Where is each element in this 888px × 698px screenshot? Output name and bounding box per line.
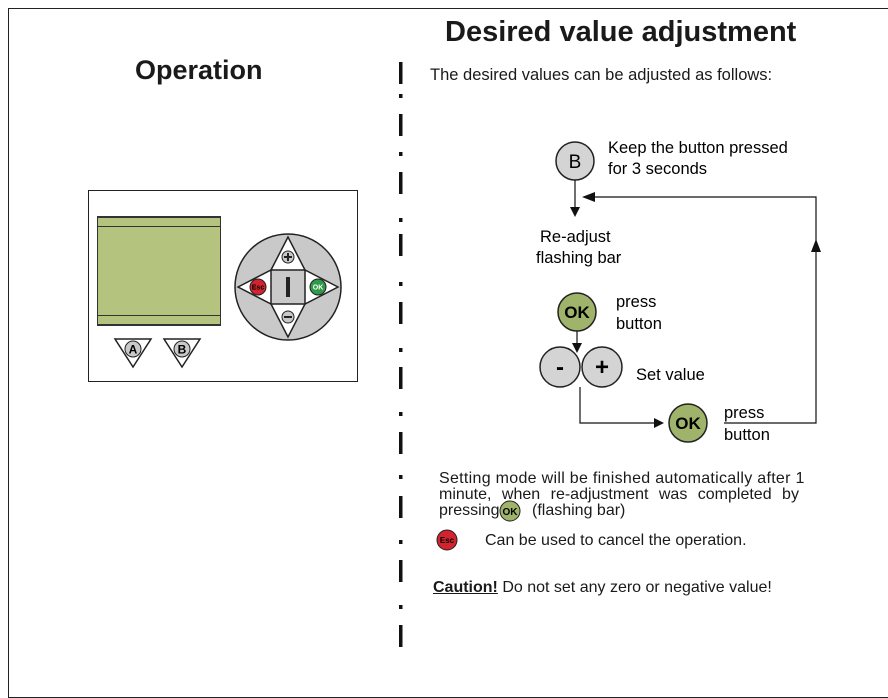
plus-button-icon: + xyxy=(581,346,623,388)
set-value-label: Set value xyxy=(636,366,705,384)
auto-finish-line2: minute, when re-adjustment was completed… xyxy=(439,486,799,503)
return-arrow-left xyxy=(582,192,595,202)
keypad: Esc OK xyxy=(234,233,342,341)
ok-button-icon: OK xyxy=(557,292,597,332)
return-loop-top xyxy=(590,196,817,243)
readjust-line1: Re-adjust xyxy=(540,228,611,246)
plus-key[interactable] xyxy=(269,235,307,271)
ok-button-label: OK xyxy=(564,303,590,322)
minus-button-icon: - xyxy=(539,346,581,388)
plus-label: + xyxy=(595,354,609,381)
minus-label: - xyxy=(556,354,564,381)
caution-text: Do not set any zero or negative value! xyxy=(497,579,772,596)
cancel-text: Can be used to cancel the operation. xyxy=(485,532,747,549)
b-button-icon: B xyxy=(555,141,595,181)
key-a[interactable]: A xyxy=(113,337,153,369)
esc-inline-icon: Esc xyxy=(436,529,458,551)
auto-finish-line1: Setting mode will be finished automatica… xyxy=(439,470,805,487)
press2-line1: press xyxy=(724,404,764,422)
press2-line2: button xyxy=(724,426,770,444)
return-loop-path xyxy=(724,243,817,424)
esc-key[interactable]: Esc xyxy=(236,268,272,306)
intro-text: The desired values can be adjusted as fo… xyxy=(430,66,773,84)
ok-button-2-label: OK xyxy=(675,414,701,433)
return-arrow-up xyxy=(811,239,821,252)
keep-pressed-line2: for 3 seconds xyxy=(608,160,707,178)
ok-key-label: OK xyxy=(313,285,324,292)
lcd-display xyxy=(97,216,221,326)
press-line2: button xyxy=(616,315,662,333)
controller-panel: Esc OK A B xyxy=(88,190,358,382)
desired-value-title: Desired value adjustment xyxy=(445,16,797,48)
keep-pressed-line1: Keep the button pressed xyxy=(608,139,788,157)
press-line1: press xyxy=(616,293,656,311)
ok-key[interactable]: OK xyxy=(304,268,340,306)
arrow-to-ok2-path xyxy=(579,387,655,424)
key-b-label: B xyxy=(178,343,187,357)
ok-inline-icon: OK xyxy=(499,500,521,522)
operation-title: Operation xyxy=(135,55,263,85)
auto-finish-line3-post: (flashing bar) xyxy=(532,502,626,519)
minus-key[interactable] xyxy=(269,303,307,339)
ok-inline-label: OK xyxy=(503,507,519,518)
section-divider xyxy=(399,62,405,662)
ok-button-2-icon: OK xyxy=(668,403,708,443)
key-a-label: A xyxy=(129,343,138,357)
b-button-label: B xyxy=(569,152,582,173)
caution-line: Caution! Do not set any zero or negative… xyxy=(433,578,772,597)
key-b[interactable]: B xyxy=(162,337,202,369)
readjust-line2: flashing bar xyxy=(536,249,622,267)
esc-key-label: Esc xyxy=(252,285,265,292)
center-bar-icon xyxy=(286,277,290,297)
adjustment-flow-diagram: B Keep the button pressed for 3 seconds … xyxy=(536,139,821,444)
auto-finish-line3-pre: pressing xyxy=(439,502,500,519)
esc-inline-label: Esc xyxy=(440,536,455,545)
caution-label: Caution! xyxy=(433,579,498,596)
